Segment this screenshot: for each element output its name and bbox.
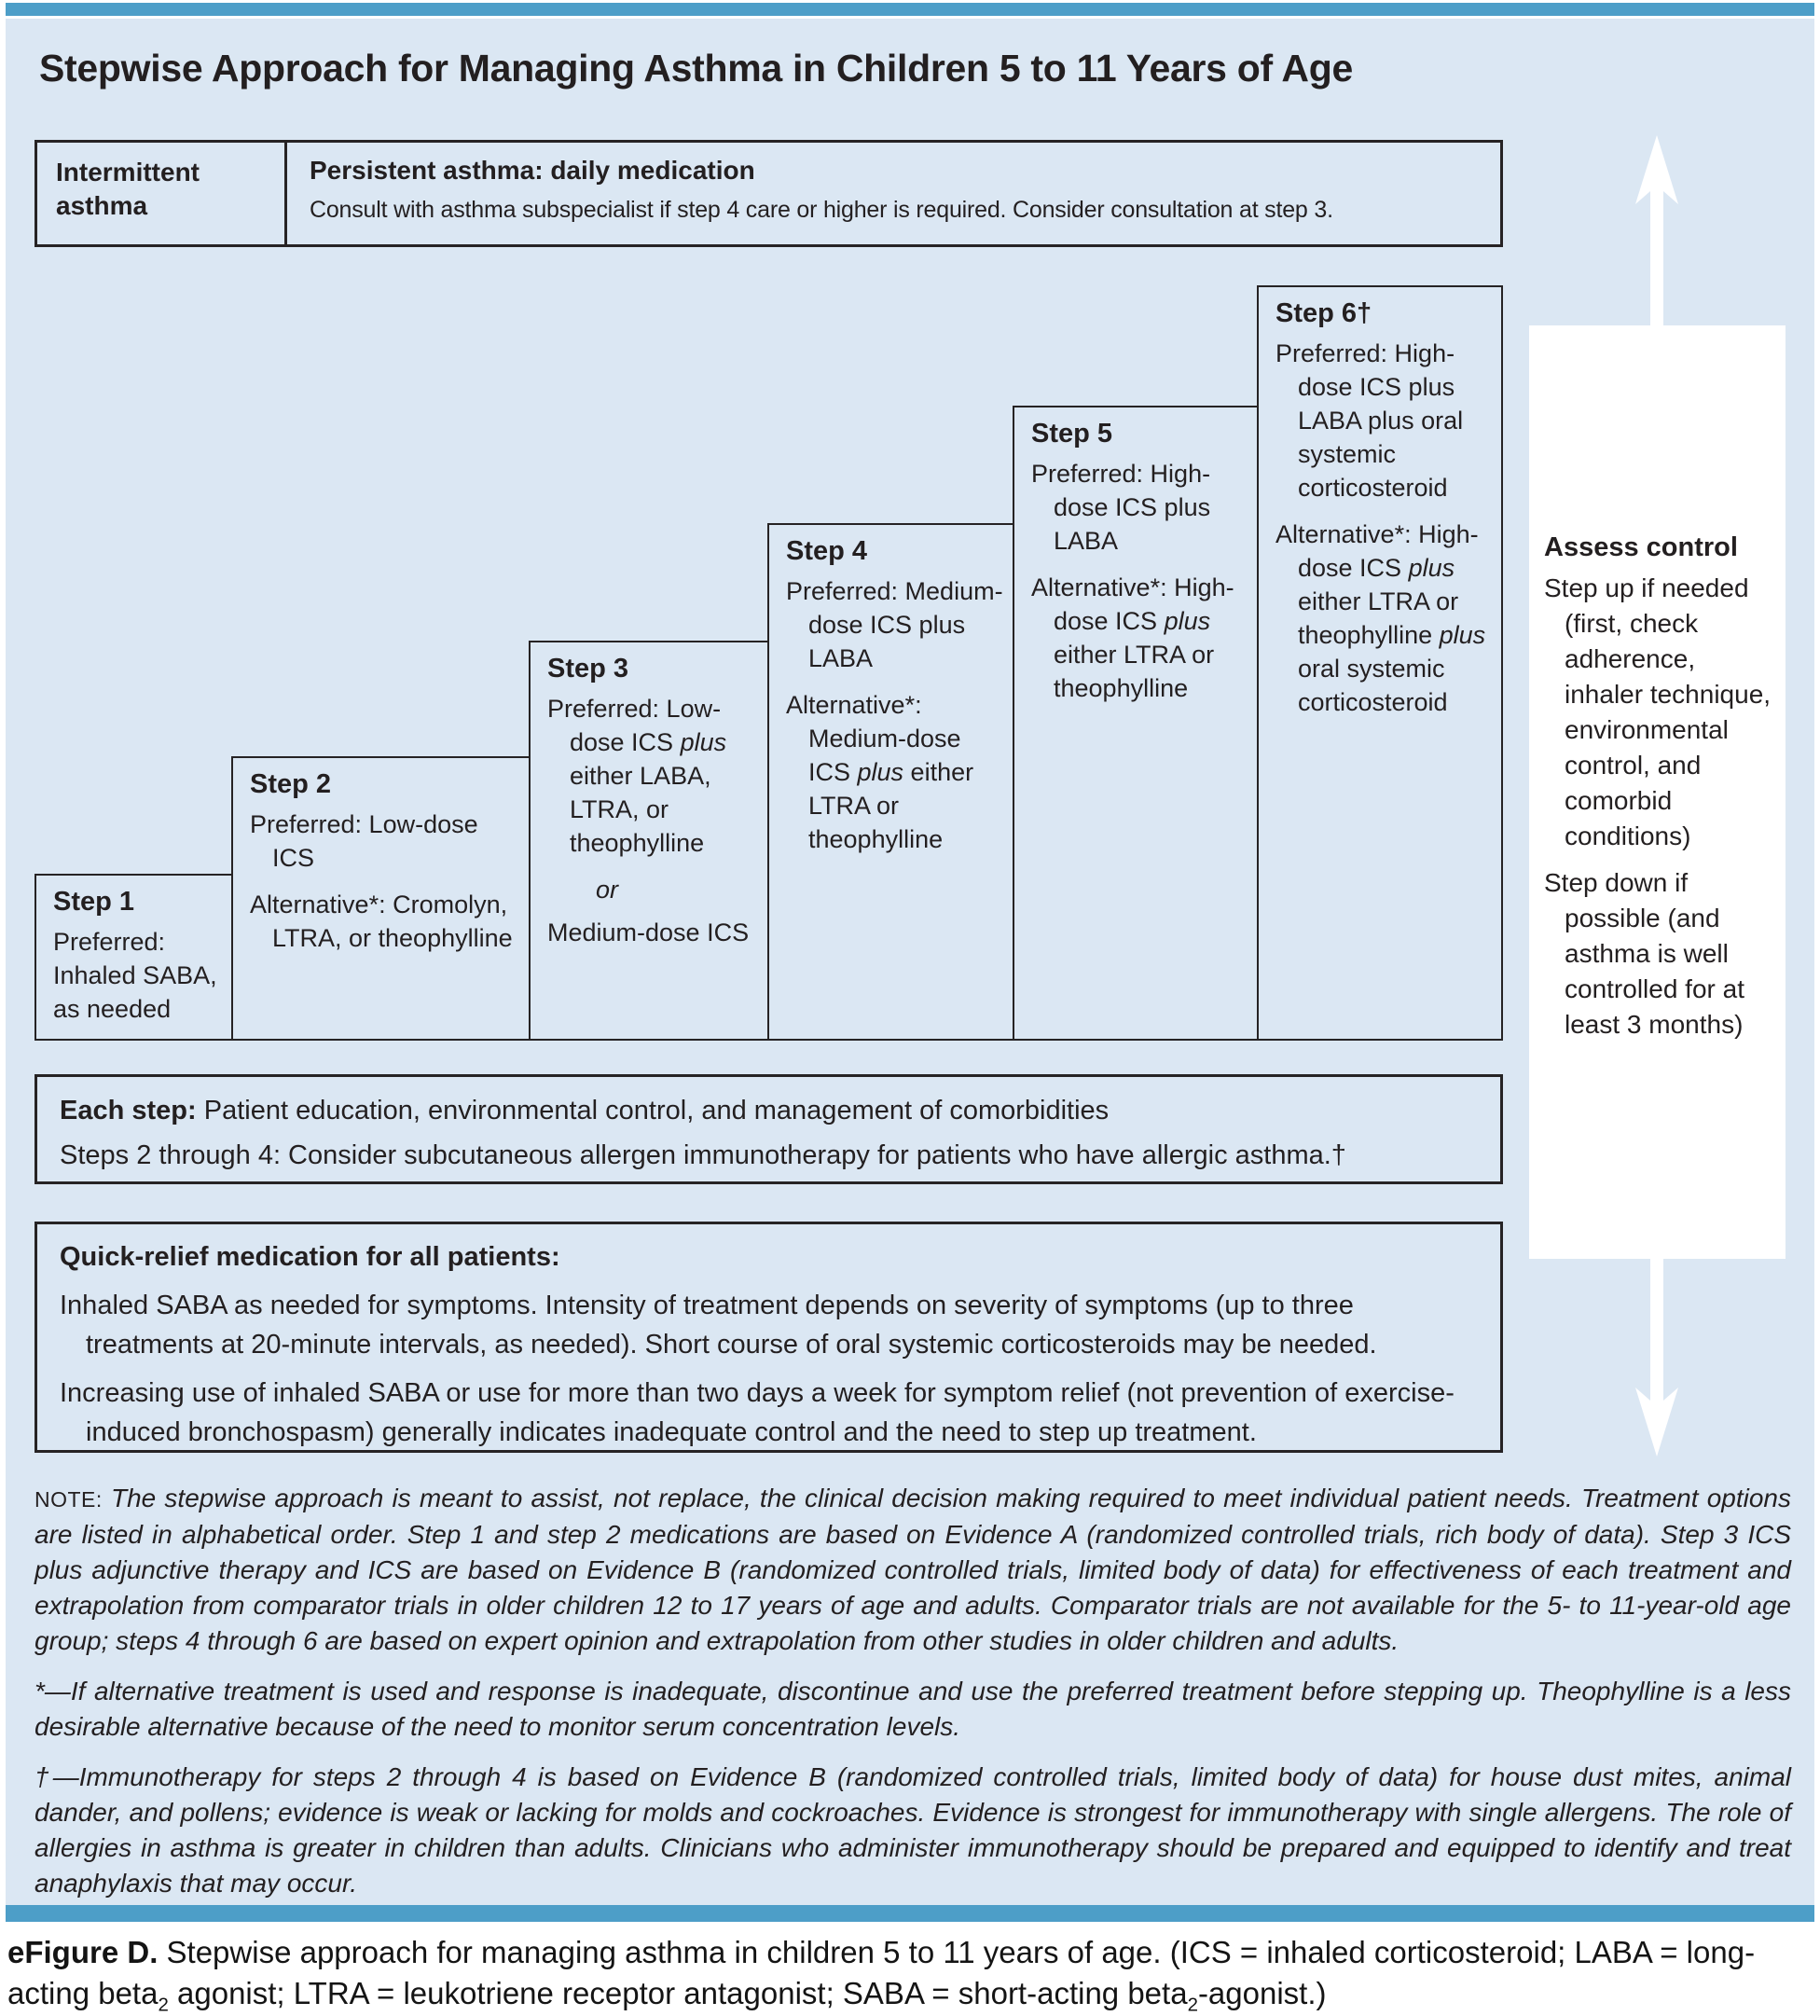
- assess-control-panel: Assess control Step up if needed (first,…: [1529, 325, 1786, 1259]
- top-accent-bar: [6, 3, 1814, 16]
- step-body: Preferred: Inhaled SABA, as needed: [53, 925, 226, 1026]
- figure-title: Stepwise Approach for Managing Asthma in…: [39, 47, 1353, 90]
- step-paragraph: or: [596, 876, 619, 904]
- step-paragraph: Preferred: Low-dose ICS: [250, 810, 478, 872]
- step-label: Step 5: [1031, 419, 1113, 449]
- each-step-line-1: Each step: Patient education, environmen…: [60, 1088, 1482, 1133]
- step-paragraph: Preferred: Low-dose ICS plus either LABA…: [547, 695, 727, 857]
- step-body: Preferred: High-dose ICS plus LABA Altern…: [1031, 457, 1251, 705]
- step-down-note: Step down if possible (and asthma is wel…: [1544, 868, 1744, 1039]
- step-4-box: Step 4 Preferred: Medium-dose ICS plus L…: [767, 523, 1014, 1041]
- footnote-star: *—If alternative treatment is used and r…: [34, 1677, 1791, 1741]
- figure-caption-text: Stepwise approach for managing asthma in…: [7, 1935, 1756, 2016]
- quick-relief-paragraph-1: Inhaled SABA as needed for symptoms. Int…: [60, 1291, 1377, 1360]
- step-body: Preferred: Low-dose ICS plus either LABA…: [547, 692, 762, 949]
- step-label: Step 1: [53, 887, 135, 917]
- step-body: Preferred: Low-dose ICS Alternative*: Cro…: [250, 808, 523, 955]
- step-paragraph: Preferred: Inhaled SABA, as needed: [53, 928, 217, 1023]
- step-paragraph: Alternative*: High-dose ICS plus either …: [1031, 573, 1234, 702]
- step-label: Step 3: [547, 654, 629, 684]
- step-body: Preferred: High-dose ICS plus LABA plus …: [1275, 337, 1496, 719]
- each-step-text: Patient education, environmental control…: [196, 1096, 1110, 1125]
- persistent-asthma-cell: Persistent asthma: daily medication Cons…: [287, 143, 1500, 244]
- footnote-dagger: †—Immunotherapy for steps 2 through 4 is…: [34, 1762, 1791, 1898]
- step-paragraph: Alternative*: Cromolyn, LTRA, or theophy…: [250, 891, 513, 952]
- note-text: The stepwise approach is meant to assist…: [34, 1484, 1791, 1655]
- quick-relief-title: Quick-relief medication for all patients…: [60, 1242, 560, 1272]
- quick-relief-paragraph-2: Increasing use of inhaled SABA or use fo…: [60, 1378, 1455, 1447]
- step-paragraph: Alternative*: High-dose ICS plus either …: [1275, 520, 1486, 716]
- bottom-accent-bar: [6, 1905, 1814, 1922]
- each-step-box: Each step: Patient education, environmen…: [34, 1074, 1503, 1184]
- step-label: Step 2: [250, 769, 332, 799]
- step-6-box: Step 6† Preferred: High-dose ICS plus LA…: [1257, 285, 1503, 1041]
- step-up-note: Step up if needed (first, check adherenc…: [1544, 573, 1772, 850]
- step-paragraph: Medium-dose ICS: [547, 918, 750, 946]
- step-paragraph: Preferred: High-dose ICS plus LABA plus …: [1275, 339, 1464, 502]
- notes-block: NOTE: The stepwise approach is meant to …: [34, 1481, 1791, 1901]
- note-paragraph: NOTE: The stepwise approach is meant to …: [34, 1481, 1791, 1659]
- quick-relief-box: Quick-relief medication for all patients…: [34, 1222, 1503, 1453]
- step-label: Step 6†: [1275, 298, 1372, 328]
- step-down-arrow-icon: [1635, 1259, 1678, 1457]
- step-body: Preferred: Medium-dose ICS plus LABA Alte…: [786, 574, 1007, 856]
- intermittent-asthma-cell: Intermittent asthma: [37, 143, 287, 244]
- each-step-lead: Each step:: [60, 1096, 197, 1125]
- figure-caption-label: eFigure D.: [7, 1935, 159, 1969]
- note-label: NOTE:: [34, 1487, 103, 1512]
- step-2-box: Step 2 Preferred: Low-dose ICS Alternativ…: [231, 756, 531, 1041]
- figure-caption: eFigure D. Stepwise approach for managin…: [7, 1932, 1811, 2014]
- step-paragraph: Preferred: High-dose ICS plus LABA: [1031, 460, 1211, 555]
- persistent-asthma-title: Persistent asthma: daily medication: [310, 156, 755, 185]
- step-1-box: Step 1 Preferred: Inhaled SABA, as neede…: [34, 874, 233, 1041]
- step-label: Step 4: [786, 536, 868, 566]
- severity-header-box: Intermittent asthma Persistent asthma: d…: [34, 140, 1503, 247]
- step-paragraph: Preferred: Medium-dose ICS plus LABA: [786, 577, 1003, 672]
- step-5-box: Step 5 Preferred: High-dose ICS plus LAB…: [1013, 406, 1259, 1041]
- assess-control-heading: Assess control: [1544, 532, 1738, 562]
- each-step-line-2: Steps 2 through 4: Consider subcutaneous…: [60, 1140, 1346, 1170]
- persistent-asthma-subtext: Consult with asthma subspecialist if ste…: [310, 197, 1333, 223]
- step-3-box: Step 3 Preferred: Low-dose ICS plus eith…: [529, 641, 769, 1041]
- step-paragraph: Alternative*: Medium-dose ICS plus eithe…: [786, 691, 974, 853]
- step-up-arrow-icon: [1635, 135, 1678, 325]
- figure-panel: Stepwise Approach for Managing Asthma in…: [6, 19, 1814, 1905]
